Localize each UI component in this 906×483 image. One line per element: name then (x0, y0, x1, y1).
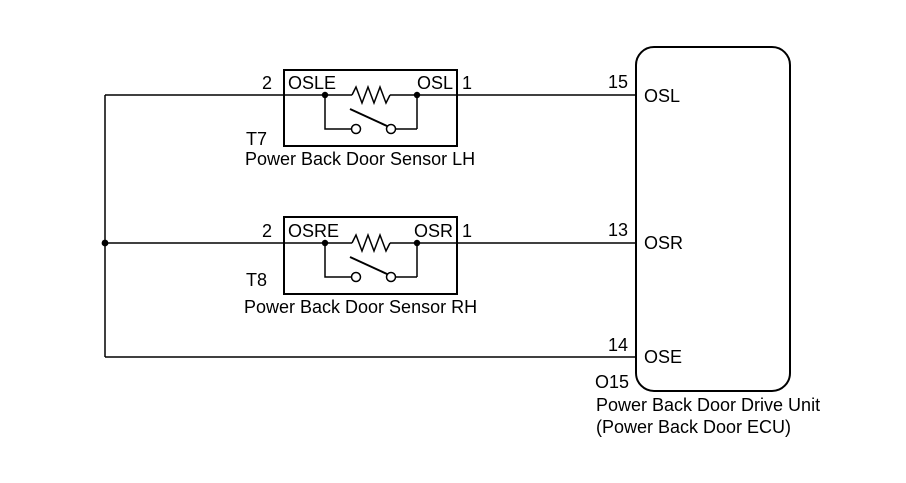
junction-dot-rail (101, 239, 109, 247)
resistor-rh (351, 232, 391, 254)
sensor-lh-pin-1: 1 (462, 73, 473, 93)
switch-rh-contact-right (385, 271, 397, 283)
sensor-rh-terminal-osr: OSR (413, 221, 453, 241)
switch-lh-left-stub (324, 95, 352, 130)
switch-rh-contact-left (350, 271, 362, 283)
ecu-code: O15 (595, 372, 630, 392)
sensor-rh-pin-2: 2 (261, 221, 272, 241)
sensor-rh-name: Power Back Door Sensor RH (244, 297, 478, 317)
junction-dot-rh-left (321, 239, 329, 247)
ecu-pin-label-ose: OSE (644, 347, 683, 367)
switch-lh-contact-left (350, 123, 362, 135)
ecu-pin-label-osl: OSL (644, 86, 681, 106)
switch-lh-blade (349, 108, 388, 127)
ecu-name-line2: (Power Back Door ECU) (596, 417, 792, 437)
junction-dot-lh-left (321, 91, 329, 99)
switch-lh-right-stub (395, 95, 418, 130)
switch-rh-blade (349, 256, 388, 275)
ecu-box (635, 46, 791, 392)
sensor-lh-terminal-osl: OSL (416, 73, 453, 93)
switch-lh-contact-right (385, 123, 397, 135)
sensor-lh-name: Power Back Door Sensor LH (245, 149, 476, 169)
junction-dot-rh-right (413, 239, 421, 247)
sensor-rh-pin-1: 1 (462, 221, 473, 241)
sensor-rh-code: T8 (246, 270, 268, 290)
sensor-lh-terminal-osle: OSLE (288, 73, 337, 93)
sensor-lh-pin-2: 2 (261, 73, 272, 93)
sensor-rh-box (283, 216, 458, 295)
ecu-pin-number-13: 13 (607, 220, 628, 240)
switch-rh-right-stub (395, 243, 418, 278)
sensor-rh-terminal-osre: OSRE (288, 221, 340, 241)
junction-dot-lh-right (413, 91, 421, 99)
resistor-lh (351, 84, 391, 106)
ecu-name-line1: Power Back Door Drive Unit (596, 395, 821, 415)
ecu-pin-number-15: 15 (607, 72, 628, 92)
ecu-pin-label-osr: OSR (644, 233, 684, 253)
sensor-lh-box (283, 69, 458, 147)
ecu-pin-number-14: 14 (607, 335, 628, 355)
sensor-lh-code: T7 (246, 129, 268, 149)
switch-rh-left-stub (324, 243, 352, 278)
